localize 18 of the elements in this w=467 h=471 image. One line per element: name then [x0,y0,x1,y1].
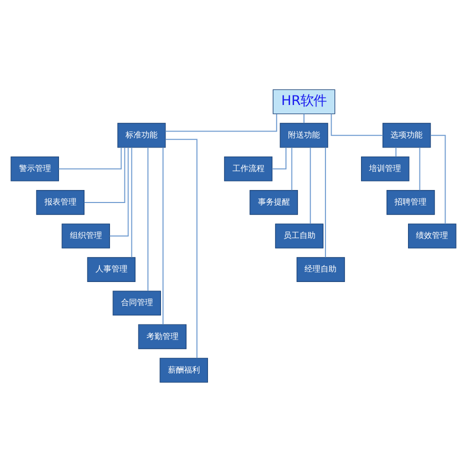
connector [310,146,311,224]
connector [165,113,278,132]
connector [131,146,132,257]
connector [162,147,164,324]
connector [330,113,383,136]
connector [324,146,326,257]
connector [395,146,396,156]
connector [419,147,420,190]
connector [303,113,304,123]
node-box: HR软件 [272,88,336,114]
connector [84,147,126,202]
connector [58,146,122,169]
connector [430,134,446,224]
connector [272,146,286,169]
connector [110,146,129,236]
connector [291,147,292,190]
connector [166,138,198,358]
connector [147,147,148,290]
